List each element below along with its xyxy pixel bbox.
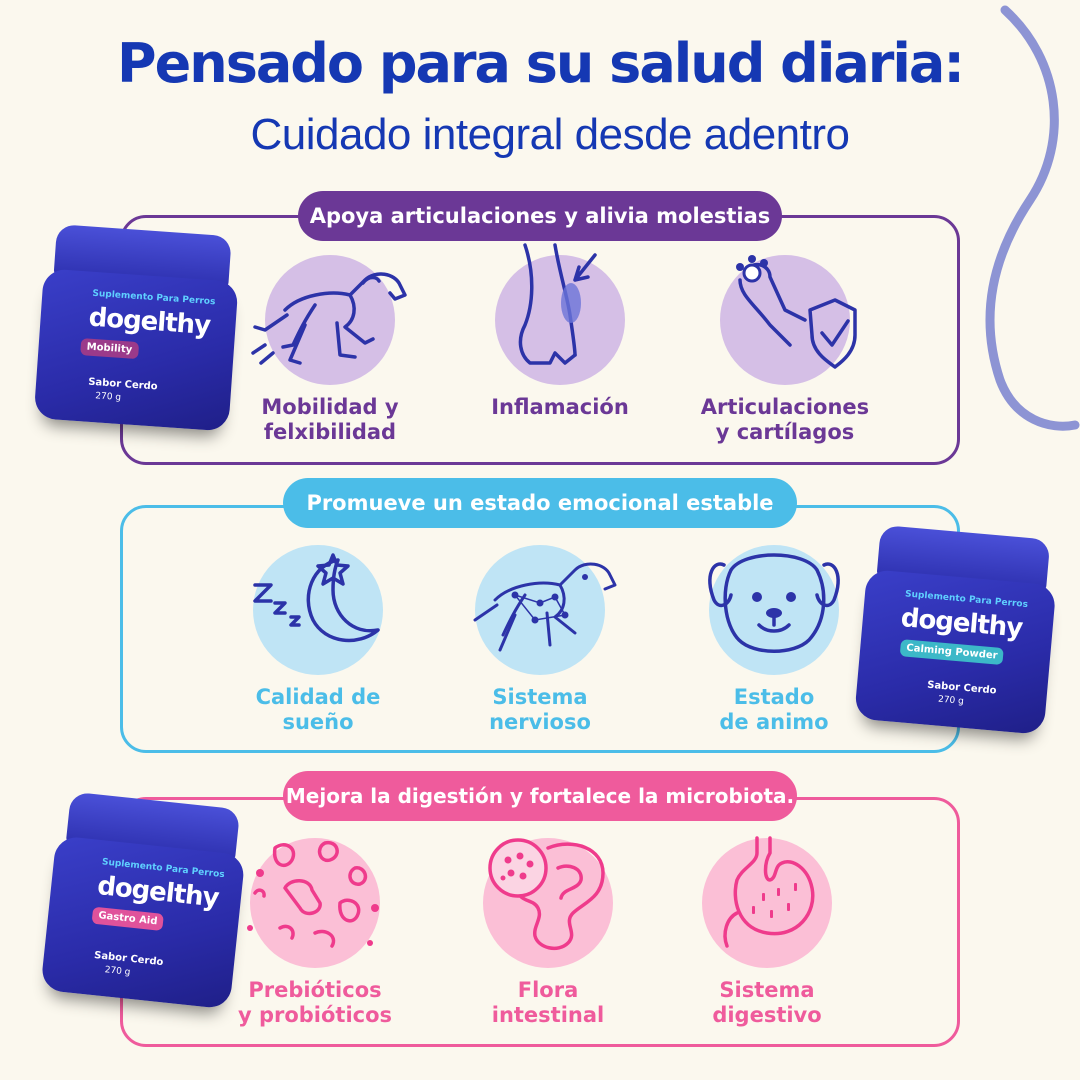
item-cartilage-label: Articulaciones y cartílagos (700, 395, 870, 444)
constellation-dog-icon (473, 562, 617, 652)
item-inflammation-circle (495, 243, 625, 385)
product-jar-mobility: Suplemento Para Perros dogelthy Mobility… (33, 223, 241, 436)
item-mobility-label: Mobilidad y felxibilidad (261, 395, 399, 444)
item-sleep: Calidad de sueño (208, 545, 428, 735)
decorative-curve-icon (985, 5, 1080, 431)
item-digestive-circle (702, 836, 832, 968)
item-mobility-circle (251, 255, 407, 385)
item-mobility: Mobilidad y felxibilidad (220, 255, 440, 445)
item-cartilage: Articulaciones y cartílagos (675, 255, 895, 445)
item-flora-circle (483, 838, 613, 968)
item-nervous-circle (473, 545, 617, 675)
stomach-icon (723, 836, 815, 948)
item-inflammation-label: Inflamación (491, 395, 629, 419)
product-jar-calming: Suplemento Para Perros dogelthy Calming … (854, 524, 1061, 740)
item-cartilage-circle (720, 255, 857, 385)
item-prebiotics-circle (247, 838, 380, 968)
page-subtitle: Cuidado integral desde adentro (250, 110, 850, 159)
jar-weight: 270 g (94, 391, 122, 404)
happy-dog-icon (708, 553, 840, 653)
bacteria-icon (247, 840, 379, 948)
item-sleep-circle (253, 545, 383, 675)
item-digestive: Sistema digestivo (657, 836, 877, 1028)
section-joints-pill: Apoya articulaciones y alivia molestias (298, 191, 782, 241)
paw-leg-icon (518, 243, 597, 365)
shield-check-icon (736, 255, 857, 369)
item-flora-label: Flora intestinal (491, 978, 605, 1027)
section-emotional-pill: Promueve un estado emocional estable (283, 478, 797, 528)
moon-star-icon (253, 553, 380, 643)
item-mood-circle (708, 545, 840, 675)
item-nervous: Sistema nervioso (430, 545, 650, 735)
item-sleep-label: Calidad de sueño (255, 685, 381, 734)
running-dog-icon (251, 272, 407, 365)
product-jar-gastro: Suplemento Para Perros dogelthy Gastro A… (40, 791, 250, 1015)
item-nervous-label: Sistema nervioso (489, 685, 591, 734)
section-digestion-pill: Mejora la digestión y fortalece la micro… (283, 771, 797, 821)
item-inflammation: Inflamación (450, 243, 670, 420)
item-prebiotics: Prebióticos y probióticos (205, 838, 425, 1028)
item-digestive-label: Sistema digestivo (712, 978, 822, 1027)
jar-weight: 270 g (937, 694, 965, 707)
page-title: Pensado para su salud diaria: (117, 32, 965, 95)
item-mood: Estado de animo (664, 545, 884, 735)
item-mood-label: Estado de animo (719, 685, 829, 734)
item-flora: Flora intestinal (438, 838, 658, 1028)
intestine-icon (488, 838, 605, 951)
item-prebiotics-label: Prebióticos y probióticos (237, 978, 393, 1027)
